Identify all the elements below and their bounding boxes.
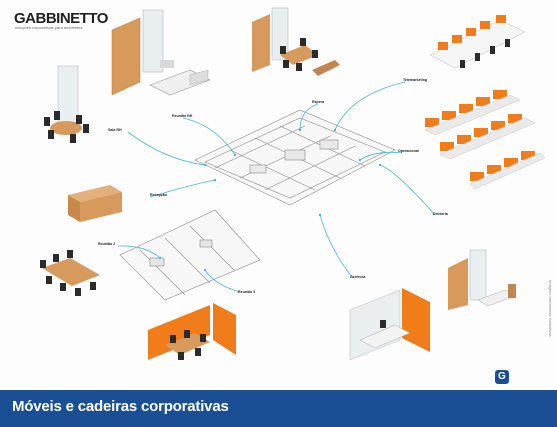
- callout-reuniao: Reunião RH: [172, 114, 192, 118]
- callout-title: Reunião 3: [238, 290, 256, 294]
- reception-counter: [68, 185, 122, 222]
- callout-title: Diretoria: [433, 212, 448, 216]
- callout-title: Reunião 2: [98, 242, 116, 246]
- callout-recepcao: Recepção: [150, 193, 167, 197]
- callout-sala-rh: Sala RH: [108, 128, 122, 132]
- meeting-room-table: [40, 250, 100, 296]
- floor-plan-secondary: [119, 209, 261, 301]
- side-credit: Imagens meramente ilustrativas: [548, 280, 553, 337]
- callout-diretoria: Diretoria: [433, 212, 448, 216]
- callout-operacional: Operacional: [398, 149, 419, 153]
- callout-title: Telemarketing: [403, 78, 428, 82]
- callout-title: Espera: [312, 100, 324, 104]
- callout-espera: Espera: [312, 100, 324, 104]
- meeting-room-round: [44, 65, 89, 143]
- meeting-room-orange: [148, 303, 236, 360]
- telemarketing-stations: [429, 15, 526, 69]
- callout-reuniao-2: Reunião 2: [98, 242, 115, 246]
- caption-bar: Móveis e cadeiras corporativas: [0, 390, 557, 427]
- meeting-room-square: [252, 7, 340, 76]
- callout-title: Reunião RH: [172, 114, 193, 118]
- callout-lines: [117, 81, 436, 293]
- brand-logo: GABBINETTO: [14, 10, 108, 27]
- callout-title: Operacional: [398, 149, 419, 153]
- poster-image: GABBINETTO soluções corporativas para am…: [14, 7, 553, 384]
- gerencia-room: [349, 288, 430, 361]
- director-office: [111, 9, 211, 96]
- callout-gerencia: Gerência: [350, 275, 365, 279]
- manager-office: [448, 249, 516, 310]
- callout-title: Sala RH: [108, 128, 122, 132]
- gabbinetto-g-logo: G: [495, 370, 509, 384]
- floor-plan-main: [194, 109, 396, 206]
- caption-text: Móveis e cadeiras corporativas: [12, 398, 229, 415]
- callout-title: Recepção: [150, 193, 167, 197]
- callout-title: Gerência: [350, 275, 366, 279]
- callout-dots: [158, 128, 382, 272]
- office-illustration: [40, 7, 546, 361]
- callout-reuniao-3: Reunião 3: [238, 290, 255, 294]
- operational-workstations: [424, 90, 546, 190]
- callout-telemarketing: Telemarketing: [403, 78, 427, 82]
- brand-tagline: soluções corporativas para ambientes: [15, 25, 83, 30]
